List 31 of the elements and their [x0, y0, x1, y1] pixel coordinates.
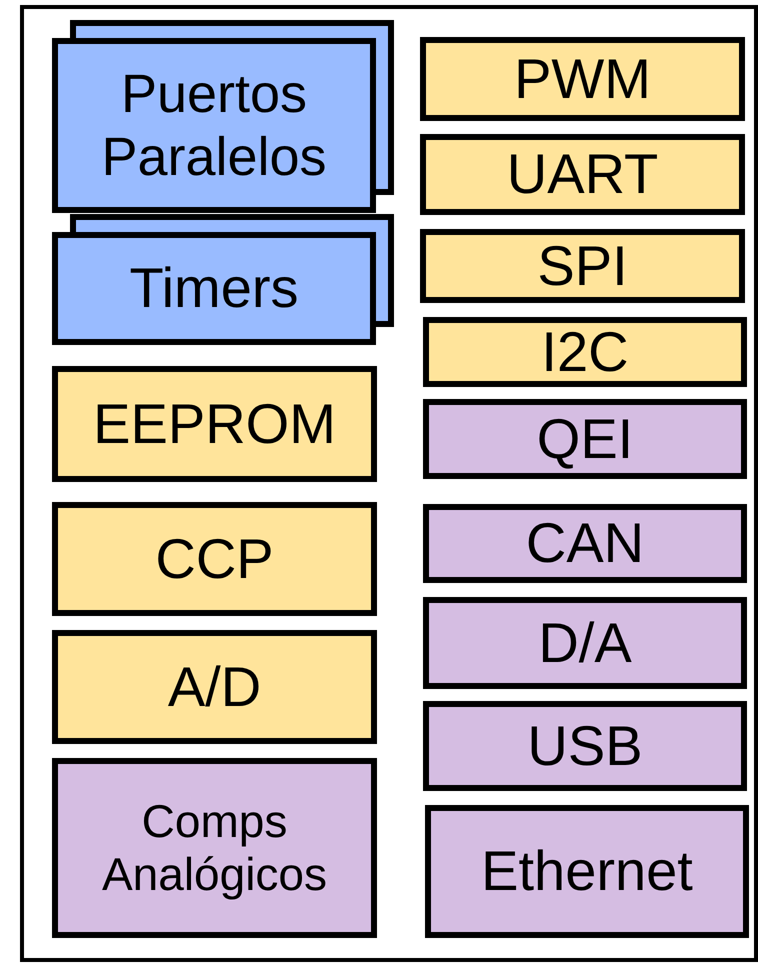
module-label: D/A — [538, 610, 632, 676]
module-box — [52, 232, 376, 345]
module-box — [420, 37, 745, 121]
module-label: EEPROM — [93, 392, 336, 456]
module-box — [420, 134, 745, 215]
module-box — [52, 758, 377, 938]
frame — [20, 5, 758, 962]
module-box — [423, 399, 747, 479]
module-label: A/D — [168, 654, 262, 720]
module-label: USB — [527, 714, 643, 778]
module-label: I2C — [541, 320, 629, 384]
module-box — [423, 504, 747, 583]
module-box — [52, 38, 376, 213]
module-label: UART — [506, 142, 658, 207]
module-label: PWM — [514, 46, 651, 112]
module-label: CAN — [526, 511, 644, 576]
module-box — [52, 502, 377, 616]
module-box — [423, 597, 747, 689]
module-label: Puertos Paralelos — [100, 63, 328, 188]
module-label: Ethernet — [481, 839, 693, 904]
module-box — [52, 366, 377, 482]
module-box — [52, 630, 377, 744]
module-label: QEI — [536, 406, 634, 472]
module-box — [420, 229, 745, 303]
module-box — [423, 701, 747, 791]
module-box — [423, 317, 747, 387]
module-label: Timers — [129, 256, 298, 321]
module-box — [425, 805, 749, 938]
module-label: SPI — [537, 234, 628, 298]
module-label: CCP — [155, 526, 274, 592]
module-label: Comps Analógicos — [100, 795, 328, 901]
